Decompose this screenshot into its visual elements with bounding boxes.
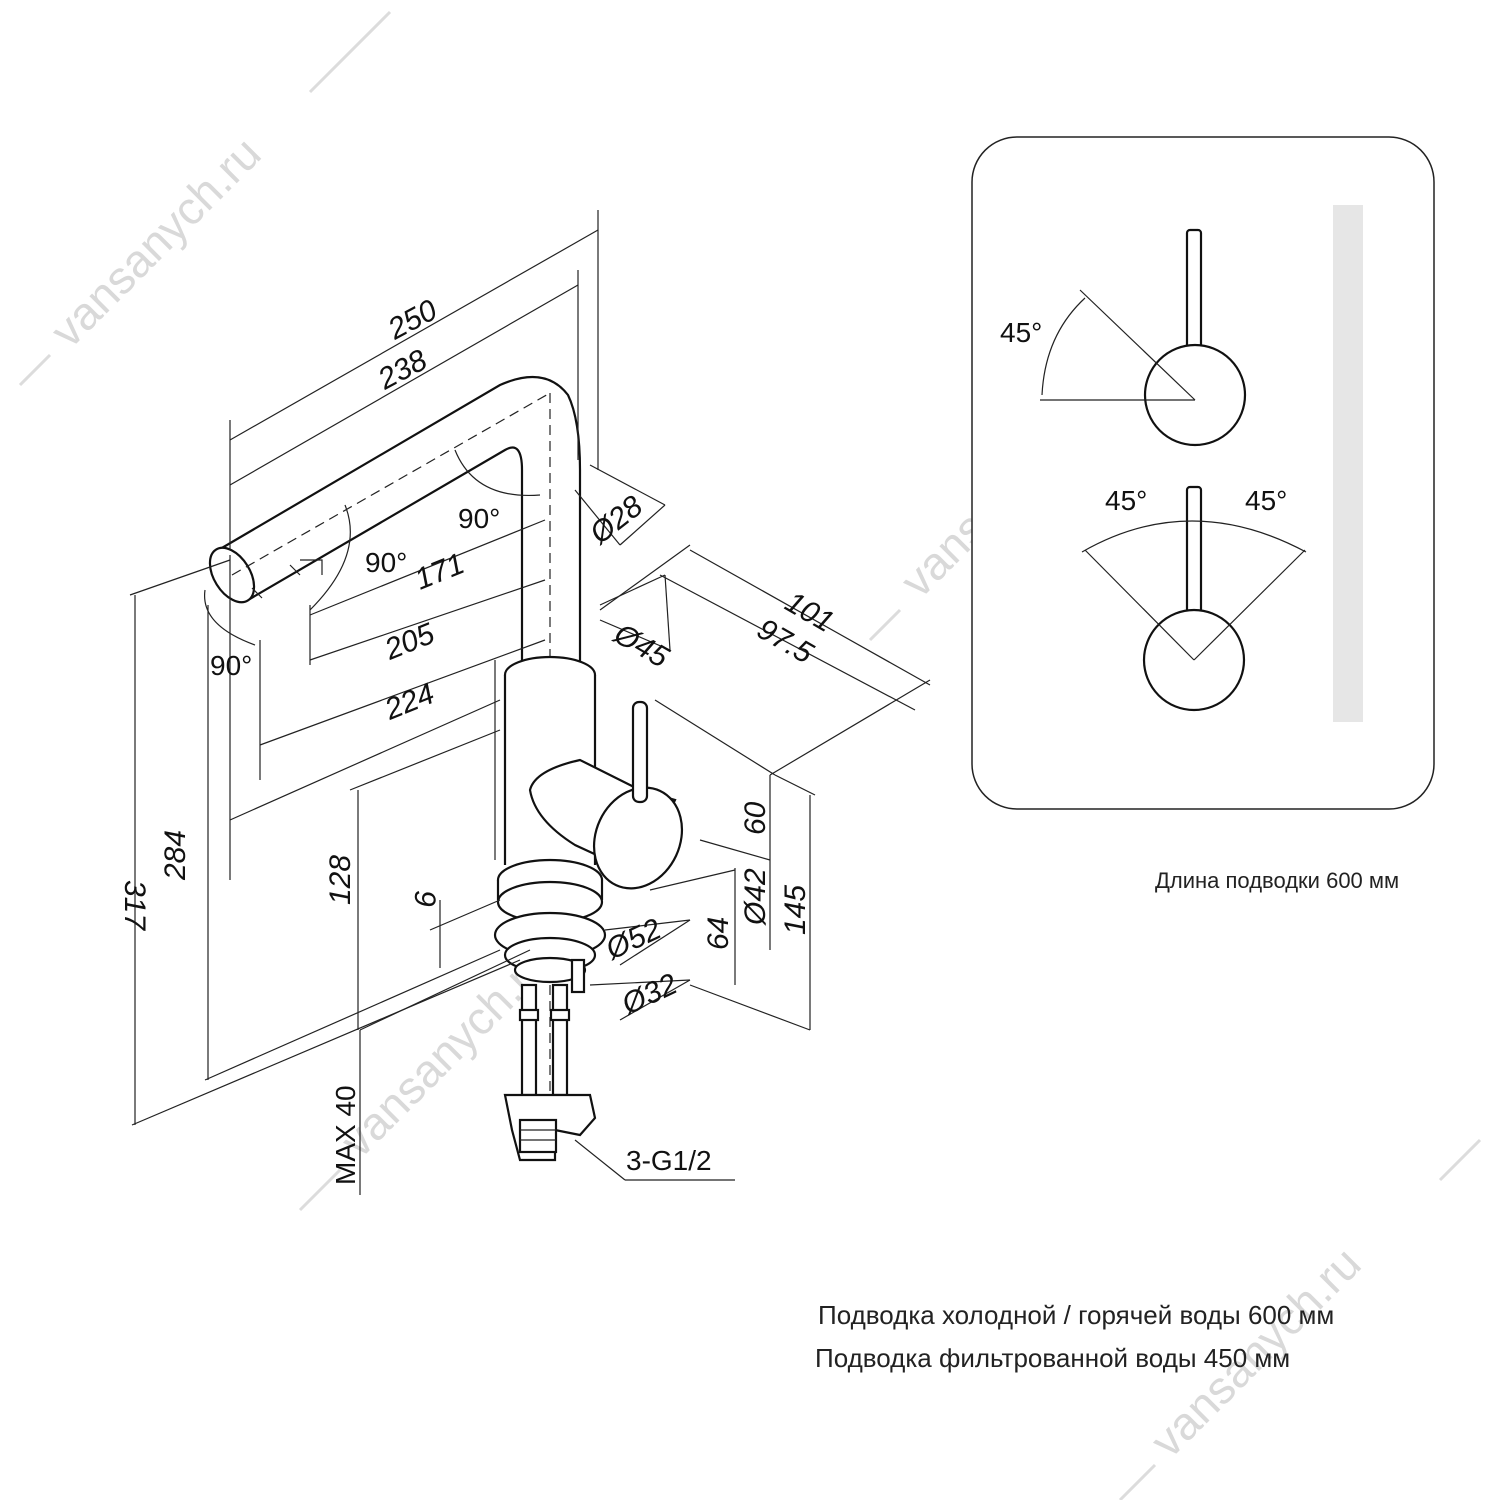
handle-rotation-panel: 45° 45° 45° <box>971 136 1435 810</box>
dim-128: 128 <box>324 855 357 905</box>
supply-note-cold-hot: Подводка холодной / горячей воды 600 мм <box>818 1300 1335 1330</box>
dim-145: 145 <box>779 885 812 935</box>
hose-length-note: Длина подводки 600 мм <box>1155 868 1400 893</box>
handle-top-knob <box>1143 343 1247 447</box>
dim-64: 64 <box>702 917 735 950</box>
dim-205: 205 <box>379 617 439 667</box>
dim-90-spout: 90° <box>458 503 500 534</box>
spout-bottom-edge <box>247 446 524 668</box>
dim-3-g1-2: 3-G1/2 <box>626 1145 712 1176</box>
dimension-lines <box>129 210 931 1195</box>
faucet-drawing <box>208 375 684 1162</box>
handle-top-lever <box>1185 228 1203 362</box>
panel-side-bar <box>1333 205 1363 722</box>
dim-d32: Ø32 <box>616 967 683 1021</box>
dim-d52: Ø52 <box>600 912 667 966</box>
dim-60: 60 <box>739 801 772 835</box>
dim-90-middle: 90° <box>365 547 407 578</box>
dim-d45: Ø45 <box>608 617 675 675</box>
supply-note-filtered: Подводка фильтрованной воды 450 мм <box>815 1343 1291 1373</box>
lever-cap <box>592 786 684 890</box>
hose-right <box>551 983 569 1097</box>
mount-stud <box>570 958 586 994</box>
dim-238: 238 <box>372 343 433 396</box>
dim-d42: Ø42 <box>739 868 772 926</box>
dim-d28: Ø28 <box>583 489 649 551</box>
handle-angle-left: 45° <box>1105 485 1147 516</box>
dimension-labels: 250 238 90° 90° 90° 171 205 224 Ø28 Ø45 … <box>118 293 839 1185</box>
dim-250: 250 <box>382 293 443 346</box>
dim-9: 9 <box>408 890 441 907</box>
panel-frame <box>971 136 1435 810</box>
spout-top-edge <box>214 375 582 680</box>
dim-90-outlet: 90° <box>210 650 252 681</box>
lever-stick <box>631 700 649 804</box>
dim-284: 284 <box>159 830 192 881</box>
hose-left <box>520 983 538 1097</box>
dim-317: 317 <box>118 880 151 931</box>
dim-224: 224 <box>379 677 439 727</box>
handle-angle-top: 45° <box>1000 317 1042 348</box>
watermark-1: vansanych.ru <box>40 127 270 357</box>
handle-angle-right: 45° <box>1245 485 1287 516</box>
dim-max-40: MAX 40 <box>330 1085 361 1185</box>
